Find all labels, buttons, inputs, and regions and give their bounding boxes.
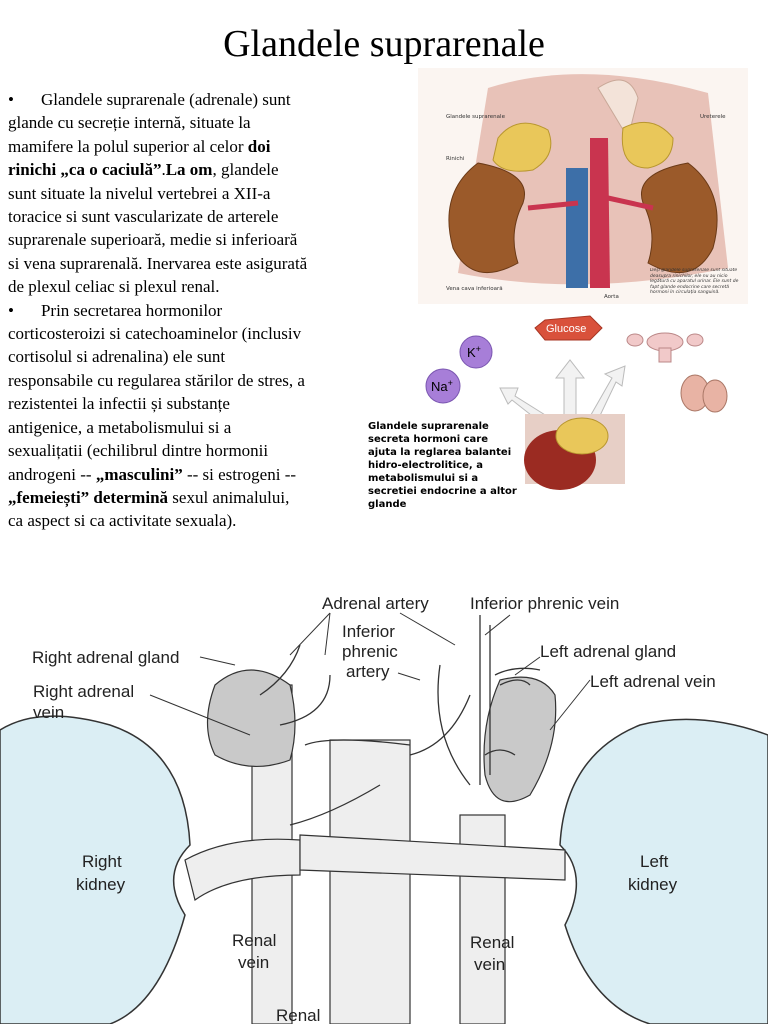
right-adrenal-gland-shape xyxy=(492,122,552,172)
esophagus xyxy=(597,79,639,140)
gland-photo-shape xyxy=(555,417,609,455)
page-title: Glandele suprarenale xyxy=(223,23,545,65)
na-label: Na+ xyxy=(431,378,453,394)
testes-icon xyxy=(680,374,728,413)
label-vein: vein xyxy=(33,703,64,722)
label-vein-left: vein xyxy=(474,955,505,974)
small-vessels xyxy=(259,615,541,826)
right-kidney-shape xyxy=(448,162,525,274)
bold-text: „masculini” xyxy=(95,464,183,484)
label-vein-right: vein xyxy=(238,953,269,972)
label-left-adrenal-vein: Left adrenal vein xyxy=(590,672,716,691)
label-ureter: Ureterele xyxy=(700,114,726,120)
bold-text: „femeiești” determină xyxy=(8,487,169,507)
label-adrenal-artery: Adrenal artery xyxy=(322,594,429,613)
left-kidney xyxy=(559,718,768,1024)
renal-vessels xyxy=(527,195,654,211)
label-renal-left: Renal xyxy=(470,933,514,952)
label-aorta: Aorta xyxy=(604,294,619,300)
label-right-kidney: kidney xyxy=(76,875,126,894)
label-inferior: Inferior xyxy=(342,622,395,641)
text: -- si estrogeni -- xyxy=(182,464,297,484)
note-box: Deşi glandele suprarenale sunt situate d… xyxy=(650,268,739,295)
right-adrenal-gland xyxy=(206,669,296,768)
label-renal-right: Renal xyxy=(232,931,276,950)
left-kidney-shape xyxy=(641,162,718,274)
glucose-label: Glucose xyxy=(546,323,586,335)
hormone-caption: Glandele suprarenale secreta hormoni car… xyxy=(368,421,517,510)
label-right: Right xyxy=(82,852,122,871)
potassium-ion xyxy=(459,335,493,369)
text: , glandele sunt situate la nivelul verte… xyxy=(8,160,308,297)
text: sexul animalului, ca aspect si ca activi… xyxy=(8,487,290,531)
glucose-shape xyxy=(534,315,603,341)
paragraph-2: •Prin secretarea hormonilor corticostero… xyxy=(8,299,308,533)
bullet: • xyxy=(8,300,14,320)
left-renal-vein xyxy=(299,834,566,881)
label-right-adrenal: Right adrenal xyxy=(33,682,134,701)
left-adrenal-gland-shape xyxy=(621,121,674,169)
label-left-adrenal-gland: Left adrenal gland xyxy=(540,642,676,661)
label-phrenic: phrenic xyxy=(342,642,398,661)
adrenal-anatomy-illustration: Glandele suprarenale Rinichi Ureterele V… xyxy=(418,68,748,304)
label-right-adrenal-gland: Right adrenal gland xyxy=(32,648,179,667)
adrenal-vascular-diagram: Adrenal artery Inferior phrenic vein Inf… xyxy=(0,594,768,1024)
label-left: Left xyxy=(640,852,669,871)
label-artery: artery xyxy=(346,662,390,681)
label-renal-bottom: Renal xyxy=(276,1006,320,1024)
uterus-icon xyxy=(626,332,704,363)
body-text: •Glandele suprarenale (adrenale) sunt gl… xyxy=(8,88,308,533)
paragraph-1: •Glandele suprarenale (adrenale) sunt gl… xyxy=(8,88,308,299)
label-gland: Glandele suprarenale xyxy=(446,114,506,120)
bullet: • xyxy=(8,90,14,109)
sodium-ion xyxy=(425,368,461,404)
label-inferior-phrenic-vein: Inferior phrenic vein xyxy=(470,594,619,613)
text: . xyxy=(161,160,166,180)
vena-cava-shape xyxy=(566,168,588,288)
bold-text: La om xyxy=(165,160,213,180)
right-kidney xyxy=(0,715,191,1024)
bold-text: doi rinichi „ca o caciulă” xyxy=(8,136,271,180)
hormone-function-illustration: K+ Na+ Glucose xyxy=(425,315,728,490)
label-left-kidney: kidney xyxy=(628,875,678,894)
aorta-shape xyxy=(590,138,610,288)
label-kidney: Rinichi xyxy=(446,156,465,162)
aorta xyxy=(329,739,411,1024)
text: Glandele suprarenale (adrenale) sunt gla… xyxy=(8,90,291,156)
label-note: Deşi glandele suprarenale sunt situate d… xyxy=(650,268,739,295)
label-vena-cava: Vena cava inferioară xyxy=(446,286,503,292)
k-label: K+ xyxy=(467,344,481,360)
leader-lines xyxy=(149,612,591,736)
left-adrenal-gland xyxy=(483,676,557,803)
text: Prin secretarea hormonilor corticosteroi… xyxy=(8,300,305,484)
right-renal-vein xyxy=(184,838,301,902)
